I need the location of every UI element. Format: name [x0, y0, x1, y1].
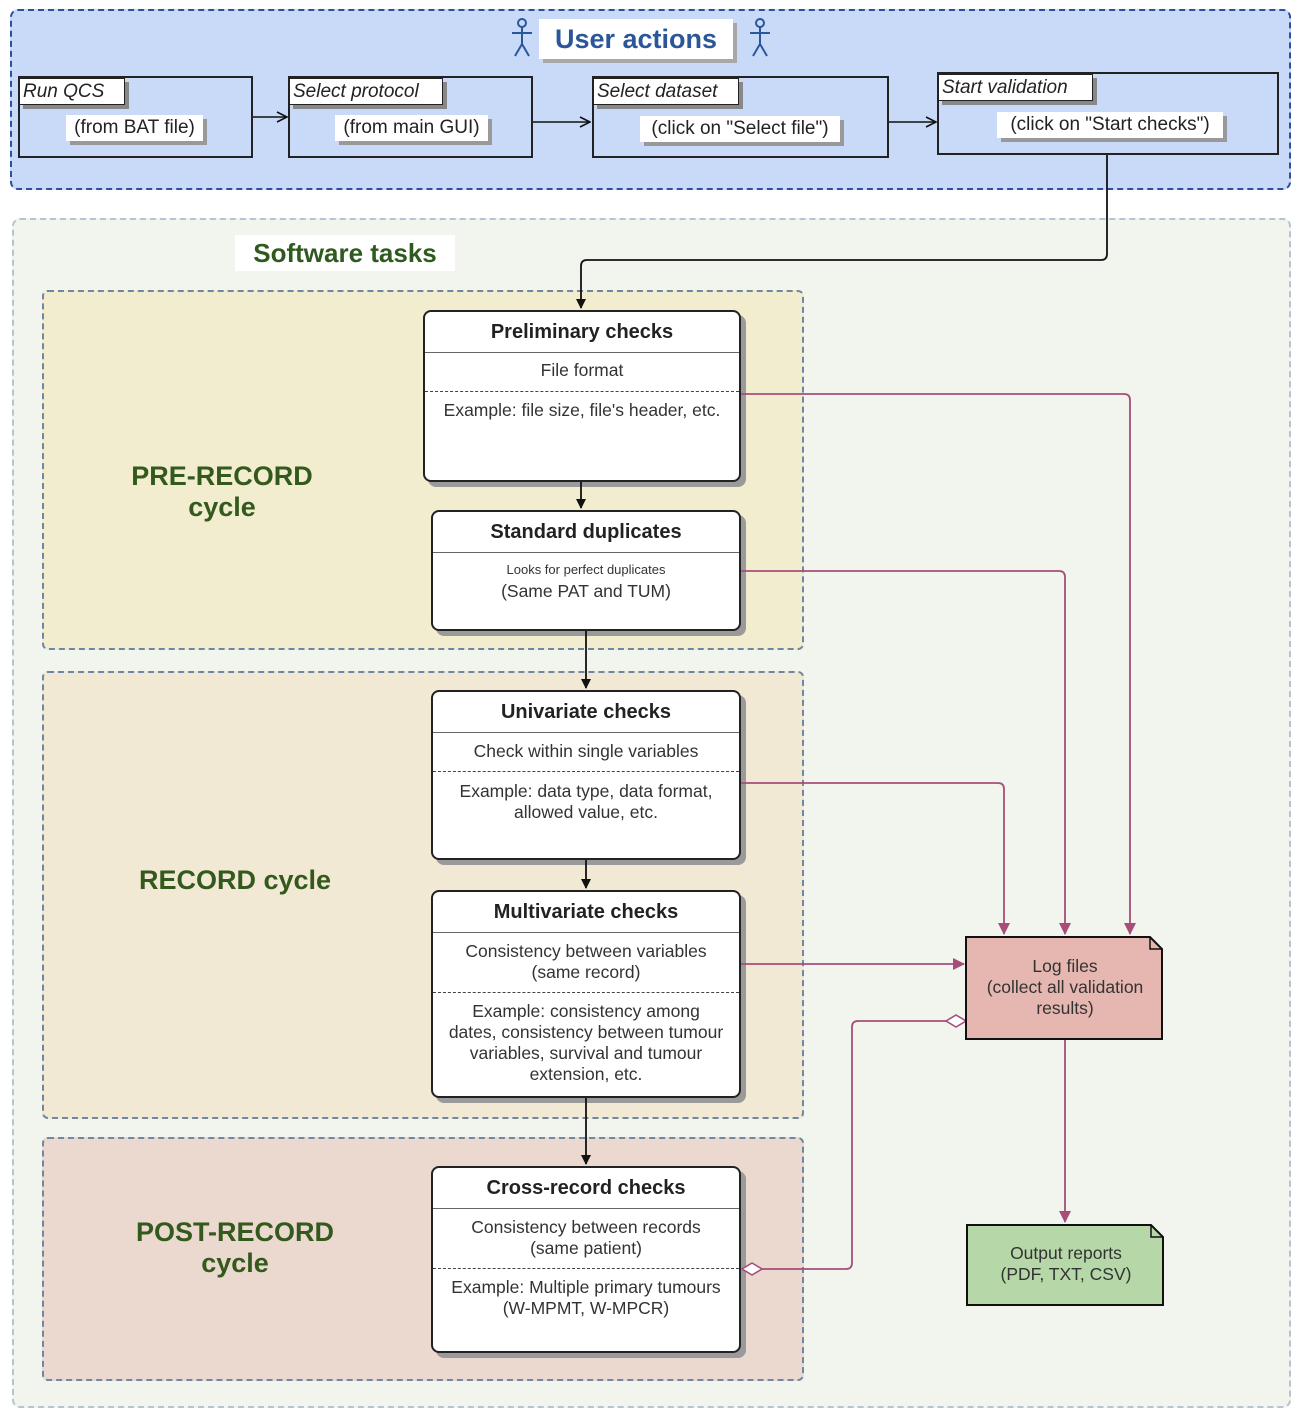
- preliminary-checks-example: Example: file size, file's header, etc.: [443, 400, 721, 420]
- standard-duplicates-desc: (Same PAT and TUM): [501, 581, 671, 601]
- univariate-checks-box: Univariate checks Check within single va…: [431, 690, 741, 860]
- univariate-example-line2: allowed value, etc.: [514, 802, 658, 822]
- step-run-qcs-detail: (from BAT file): [66, 115, 203, 141]
- pre-record-label-line2: cycle: [188, 492, 256, 522]
- output-reports-shape: [966, 1224, 1164, 1306]
- preliminary-checks-box: Preliminary checks File format Example: …: [423, 310, 741, 482]
- multivariate-checks-box: Multivariate checks Consistency between …: [431, 890, 741, 1098]
- folded-corner-icon: [1149, 937, 1162, 950]
- multivariate-example-line3: variables, survival and tumour: [469, 1043, 703, 1063]
- cross-record-desc-line1: Consistency between records: [471, 1217, 701, 1237]
- multivariate-example-line1: Example: consistency among: [472, 1001, 700, 1021]
- univariate-example-line1: Example: data type, data format,: [459, 781, 713, 801]
- log-files-text: Log files (collect all validation result…: [968, 956, 1162, 1019]
- univariate-checks-title: Univariate checks: [433, 692, 739, 733]
- diamond-icon: [740, 1262, 764, 1276]
- multivariate-desc-line2: (same record): [531, 962, 641, 982]
- log-files-line1: Log files: [1032, 956, 1098, 976]
- connector-crossrecord-to-logs: [762, 1020, 946, 1270]
- cross-record-checks-desc: Consistency between records (same patien…: [437, 1217, 735, 1259]
- software-tasks-title: Software tasks: [235, 235, 455, 271]
- post-record-cycle-label: POST-RECORD cycle: [115, 1217, 355, 1279]
- person-icon: [512, 18, 532, 57]
- preliminary-checks-title: Preliminary checks: [425, 312, 739, 353]
- step-select-protocol-label: Select protocol: [289, 78, 443, 105]
- multivariate-checks-example: Example: consistency among dates, consis…: [437, 1001, 735, 1085]
- folded-corner-icon: [1150, 1225, 1163, 1238]
- arrow-univariate-to-logs: [741, 782, 1010, 935]
- cross-record-example-line2: (W-MPMT, W-MPCR): [502, 1298, 670, 1318]
- output-reports-line2: (PDF, TXT, CSV): [1000, 1264, 1132, 1284]
- step-select-dataset-label: Select dataset: [593, 78, 739, 105]
- multivariate-checks-desc: Consistency between variables (same reco…: [437, 941, 735, 983]
- multivariate-example-line4: extension, etc.: [529, 1064, 643, 1084]
- standard-duplicates-note: Looks for perfect duplicates: [506, 562, 666, 577]
- cross-record-checks-example: Example: Multiple primary tumours (W-MPM…: [437, 1277, 735, 1319]
- cross-record-desc-line2: (same patient): [530, 1238, 642, 1258]
- step-select-protocol-detail: (from main GUI): [335, 115, 488, 141]
- standard-duplicates-box: Standard duplicates Looks for perfect du…: [431, 510, 741, 631]
- step-run-qcs-label: Run QCS: [19, 78, 125, 105]
- cross-record-checks-box: Cross-record checks Consistency between …: [431, 1166, 741, 1353]
- multivariate-desc-line1: Consistency between variables: [465, 941, 707, 961]
- diamond-icon: [944, 1014, 968, 1028]
- preliminary-checks-desc: File format: [540, 360, 624, 380]
- log-files-line2: (collect all validation: [986, 977, 1144, 997]
- divider: [425, 391, 739, 392]
- step-select-dataset-detail: (click on "Select file"): [640, 116, 840, 142]
- multivariate-example-line2: dates, consistency between tumour: [448, 1022, 724, 1042]
- univariate-checks-example: Example: data type, data format, allowed…: [437, 781, 735, 823]
- output-reports-line1: Output reports: [1010, 1243, 1122, 1263]
- record-cycle-label: RECORD cycle: [138, 865, 332, 895]
- post-record-label-line1: POST-RECORD: [135, 1217, 335, 1247]
- multivariate-checks-title: Multivariate checks: [433, 892, 739, 933]
- cross-record-checks-title: Cross-record checks: [433, 1168, 739, 1209]
- cross-record-example-line1: Example: Multiple primary tumours: [451, 1277, 721, 1297]
- log-files-shape: [965, 936, 1163, 1040]
- arrow-duplicates-to-logs: [741, 570, 1071, 935]
- person-icon: [750, 18, 770, 57]
- univariate-checks-desc: Check within single variables: [473, 741, 699, 761]
- log-files-line3: results): [1036, 998, 1094, 1018]
- standard-duplicates-title: Standard duplicates: [433, 512, 739, 553]
- arrow-preliminary-to-logs: [741, 393, 1136, 935]
- user-actions-title: User actions: [539, 19, 733, 59]
- divider: [433, 992, 739, 993]
- step-start-validation-label: Start validation: [938, 74, 1093, 101]
- step-start-validation-detail: (click on "Start checks"): [997, 112, 1223, 138]
- divider: [433, 771, 739, 772]
- pre-record-label-line1: PRE-RECORD: [131, 461, 313, 491]
- pre-record-cycle-label: PRE-RECORD cycle: [112, 461, 332, 523]
- output-reports-text: Output reports (PDF, TXT, CSV): [969, 1243, 1163, 1285]
- arrow-validation-to-preliminary: [576, 155, 1108, 309]
- post-record-label-line2: cycle: [201, 1248, 269, 1278]
- divider: [433, 1268, 739, 1269]
